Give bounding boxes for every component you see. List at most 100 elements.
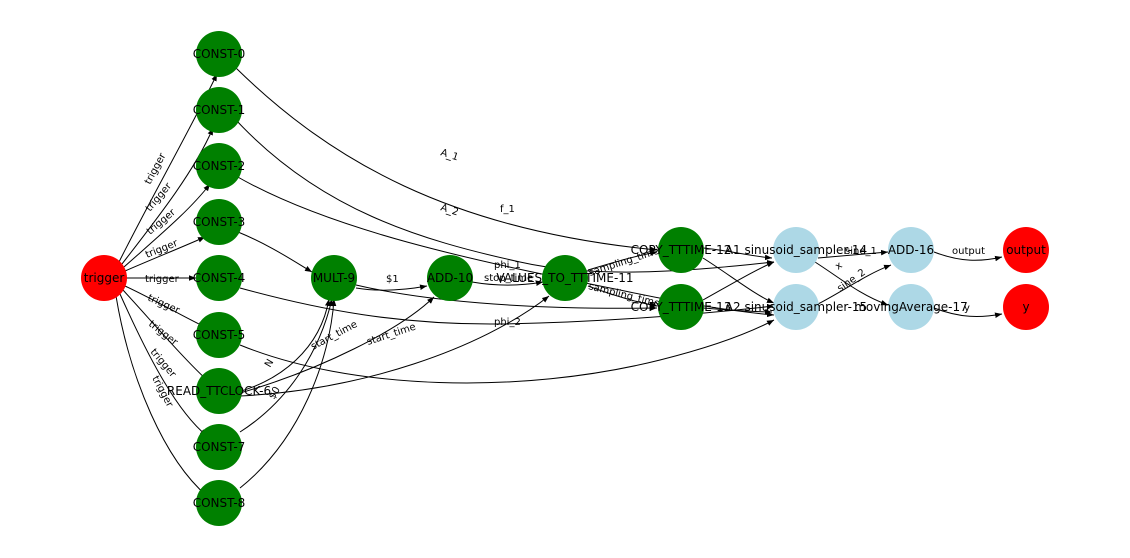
node-const-8: CONST-8 [193, 480, 246, 526]
node-sinusoid-sampler-14: A1 sinusoid_sampler-14 [725, 227, 867, 273]
node-add-16-label: ADD-16 [888, 243, 934, 257]
edge-add10-v11 [471, 280, 544, 286]
edge-const8-mult9 [239, 298, 337, 489]
node-copy-tttime-12-label: COPY_TTTIME-12 [631, 243, 732, 257]
edge-read6-add10 [239, 296, 435, 394]
edge-label: y [964, 303, 970, 314]
node-add-10: ADD-10 [427, 255, 473, 301]
node-add-16-circle [888, 227, 934, 273]
edge-cp12-s15 [702, 257, 775, 304]
edge-cp12-s14 [702, 247, 773, 261]
node-moving-average-17-label: movingAverage-17 [854, 300, 968, 314]
node-sinusoid-sampler-14-circle [773, 227, 819, 273]
edge-trigger-const3 [124, 236, 206, 272]
node-add-10-label: ADD-10 [427, 271, 473, 285]
edge-const3-mult9 [237, 231, 313, 273]
edge-trigger-read6 [122, 289, 209, 382]
edge-label: $1 [386, 274, 399, 285]
edge-label: phi_2 [494, 317, 521, 328]
node-add-16: ADD-16 [888, 227, 934, 273]
edge-label: output [952, 246, 985, 257]
node-sinusoid-sampler-15: A2 sinusoid_sampler-15 [725, 284, 867, 330]
node-const-8-circle [196, 480, 242, 526]
edge-cp13-s15 [702, 307, 773, 315]
edge-label: x [833, 260, 844, 272]
node-trigger-label: trigger [84, 271, 125, 285]
node-const-0-label: CONST-0 [193, 47, 246, 61]
edge-trigger-const7 [119, 293, 208, 437]
edge-add16-out [933, 251, 1003, 262]
node-const-2-circle [196, 143, 242, 189]
edge-label: trigger [144, 238, 180, 261]
node-const-1: CONST-1 [193, 87, 246, 133]
node-sinusoid-sampler-15-circle [773, 284, 819, 330]
edge-trigger-const8 [115, 295, 208, 497]
node-const-4-circle [196, 255, 242, 301]
node-const-0: CONST-0 [193, 31, 246, 77]
node-y: y [1003, 284, 1049, 330]
node-const-2-label: CONST-2 [193, 159, 246, 173]
edge-label: start_time [309, 319, 359, 353]
edge-label: N [263, 358, 276, 370]
edge-const7-mult9 [239, 298, 334, 433]
node-values-to-tttime-11: VALUES_TO_TTTIME-11 [496, 255, 634, 301]
edge-mult9-add10 [355, 284, 428, 291]
node-read-ttclock-6-label: READ_TTCLOCK-6 [167, 384, 271, 398]
edge-label: A_1 [439, 147, 460, 163]
node-const-3: CONST-3 [193, 199, 246, 245]
edge-cp13-s14 [702, 261, 775, 301]
node-const-1-label: CONST-1 [193, 103, 246, 117]
node-moving-average-17: movingAverage-17 [854, 284, 968, 330]
node-add-10-circle [427, 255, 473, 301]
node-const-7: CONST-7 [193, 424, 245, 470]
node-copy-tttime-13-label: COPY_TTTIME-13 [631, 300, 732, 314]
node-copy-tttime-12-circle [658, 227, 704, 273]
node-y-label: y [1022, 300, 1029, 314]
node-const-2: CONST-2 [193, 143, 246, 189]
edge-label: trigger [146, 319, 180, 349]
edge-label: phi_1 [494, 260, 521, 271]
edge-label: A_2 [439, 202, 460, 218]
edge-mult9-cp13 [355, 284, 658, 311]
node-const-3-label: CONST-3 [193, 215, 246, 229]
edge-v11-cp13 [587, 285, 658, 308]
node-moving-average-17-circle [888, 284, 934, 330]
edge-ma17-y [933, 307, 1003, 319]
edge-trigger-const1 [121, 127, 214, 265]
node-const-4-label: CONST-4 [193, 271, 246, 285]
edge-label: start_time [366, 322, 418, 348]
edge-const5-s15 [239, 319, 775, 384]
edge-const0-cp12 [235, 67, 658, 253]
node-copy-tttime-13-circle [658, 284, 704, 330]
node-y-circle [1003, 284, 1049, 330]
edge-trigger-const2 [123, 183, 211, 268]
node-const-0-circle [196, 31, 242, 77]
edges [115, 67, 1003, 497]
edge-label: trigger [145, 274, 180, 285]
node-copy-tttime-12: COPY_TTTIME-12 [631, 227, 732, 273]
node-const-7-circle [196, 424, 242, 470]
node-mult-9-label: MULT-9 [313, 271, 355, 285]
node-sinusoid-sampler-14-label: A1 sinusoid_sampler-14 [725, 243, 867, 257]
node-output-circle [1003, 227, 1049, 273]
node-const-5: CONST-5 [193, 312, 246, 358]
edge-label: f_1 [500, 204, 515, 215]
node-output: output [1003, 227, 1049, 273]
edge-const4-s15 [239, 287, 775, 325]
node-values-to-tttime-11-label: VALUES_TO_TTTIME-11 [496, 271, 633, 285]
node-const-5-label: CONST-5 [193, 328, 246, 342]
nodes: trigger CONST-0 CONST-1 CONST-2 CONST-3 … [81, 31, 1049, 526]
edge-v11-cp12 [587, 250, 658, 271]
edge-label: trigger [146, 293, 182, 317]
node-mult-9: MULT-9 [311, 255, 357, 301]
node-const-8-label: CONST-8 [193, 496, 246, 510]
node-read-ttclock-6-circle [196, 368, 242, 414]
node-read-ttclock-6: READ_TTCLOCK-6 [167, 368, 271, 414]
node-values-to-tttime-11-circle [542, 255, 588, 301]
node-const-4: CONST-4 [193, 255, 246, 301]
edge-label: trigger [148, 347, 179, 381]
node-sinusoid-sampler-15-label: A2 sinusoid_sampler-15 [725, 300, 867, 314]
edge-s14-add16 [817, 249, 889, 259]
node-trigger-circle [81, 255, 127, 301]
